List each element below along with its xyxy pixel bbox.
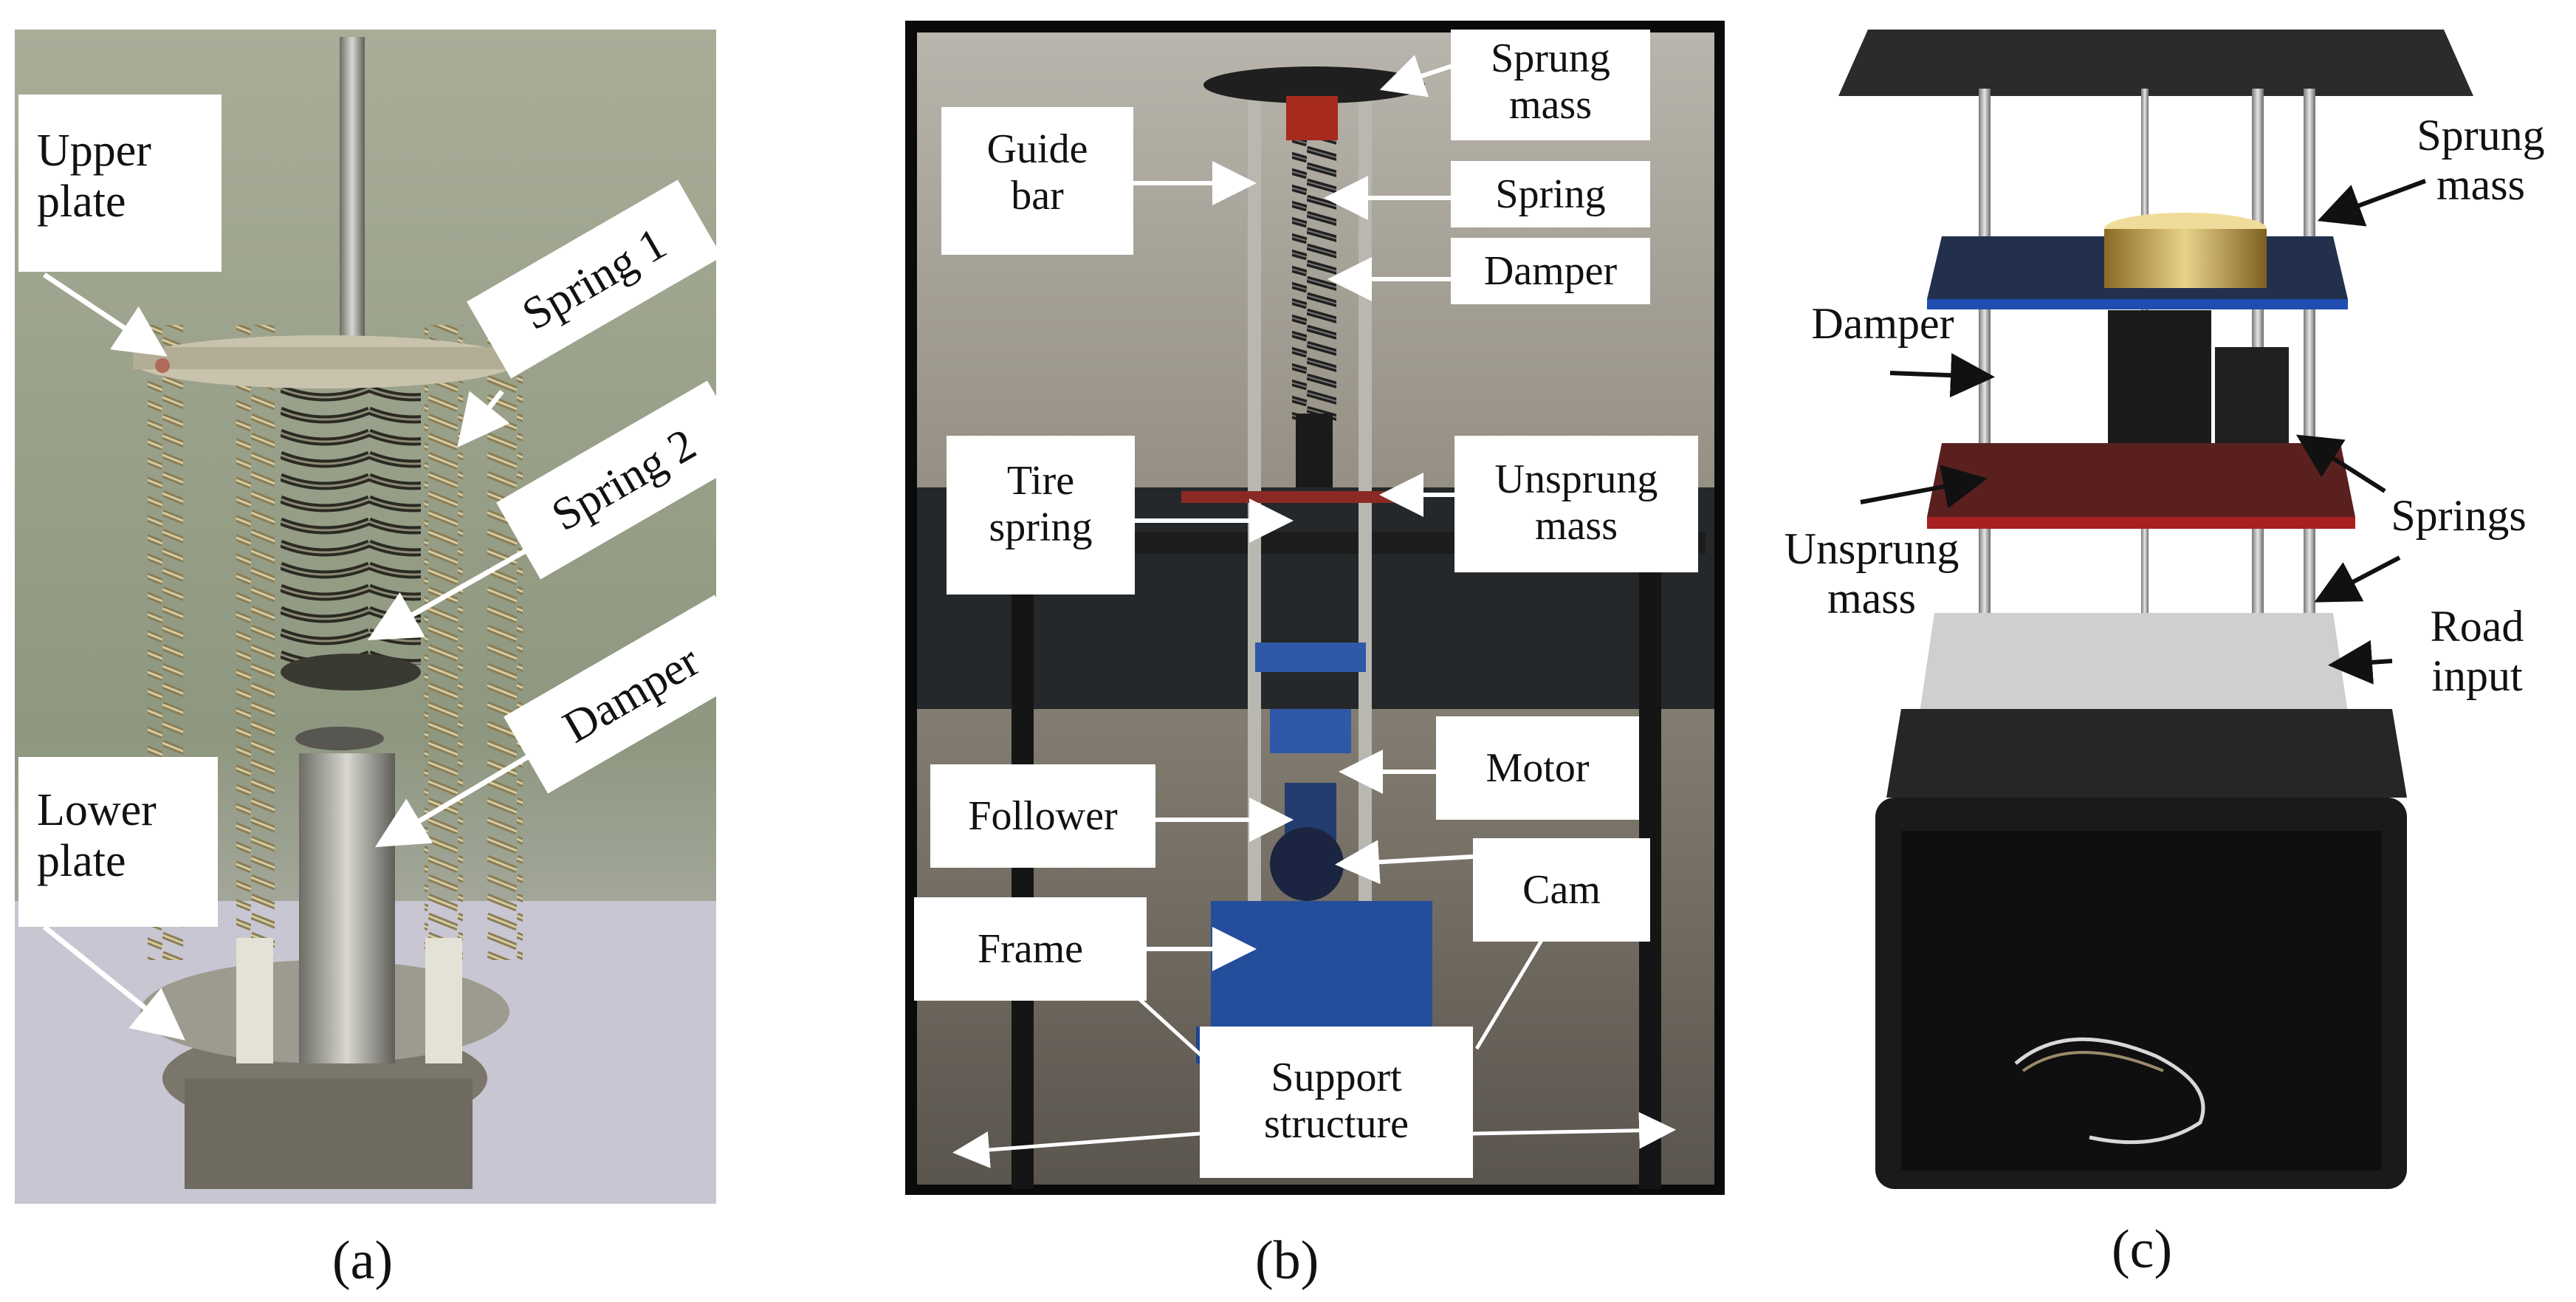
panel-b: Sprung mass Guide bar Spring Damper Tire…	[901, 0, 1728, 1302]
label-frame: Frame	[914, 897, 1147, 1001]
label-unsprung-mass-c: Unsprung mass	[1784, 524, 1960, 623]
label-sprung-mass-c: Sprung mass	[2417, 111, 2545, 210]
panel-a: Upper plate Spring 1 Spring 2 Damper Low…	[0, 0, 759, 1302]
panel-c-arrows	[1860, 179, 2427, 685]
label-cam: Cam	[1473, 838, 1650, 942]
label-upper-plate: Upper plate	[18, 95, 221, 272]
caption-a: (a)	[332, 1230, 394, 1291]
label-motor: Motor	[1436, 716, 1639, 820]
label-damper-b: Damper	[1451, 238, 1650, 304]
label-guide-bar: Guide bar	[941, 107, 1133, 255]
label-spring-b: Spring	[1451, 161, 1650, 227]
caption-b: (b)	[1255, 1230, 1319, 1291]
panel-b-arrows	[952, 53, 1676, 1168]
label-lower-plate: Lower plate	[18, 757, 218, 927]
label-unsprung-mass-b: Unsprung mass	[1454, 436, 1698, 572]
label-road-input: Road input	[2430, 602, 2524, 701]
panel-a-arrows	[42, 273, 548, 1041]
panel-c-photo	[1838, 30, 2473, 1189]
caption-c: (c)	[2112, 1219, 2173, 1280]
label-damper-c: Damper	[1811, 299, 1954, 348]
label-tire-spring: Tire spring	[947, 436, 1135, 595]
panel-c: Sprung mass Damper Unsprung mass Springs…	[1742, 0, 2576, 1302]
label-follower: Follower	[930, 764, 1155, 868]
label-sprung-mass-b: Sprung mass	[1451, 30, 1650, 140]
label-support-structure: Support structure	[1200, 1027, 1473, 1178]
label-springs: Springs	[2391, 491, 2527, 540]
